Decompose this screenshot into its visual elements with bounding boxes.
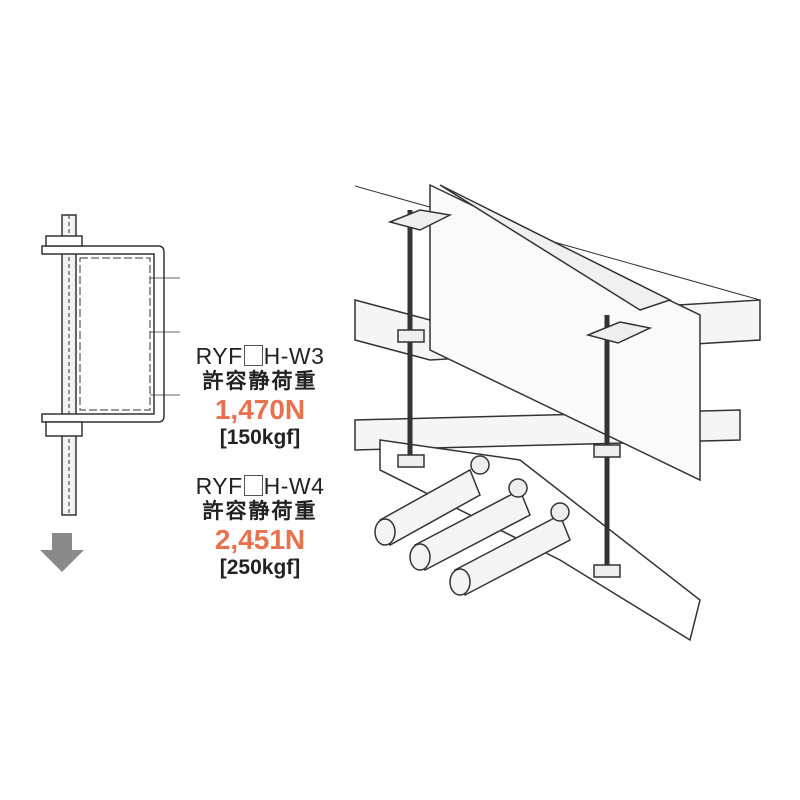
load-kgf: [150kgf] [219, 426, 301, 449]
spec-block-w3: RYF H-W3 許容静荷重 1,470N [150kgf] [180, 343, 340, 451]
model-prefix: RYF [195, 473, 243, 499]
model-name: RYF H-W3 [180, 343, 340, 369]
load-kgf: [250kgf] [219, 556, 301, 579]
spec-block-w4: RYF H-W4 許容静荷重 2,451N [250kgf] [180, 473, 340, 581]
model-name: RYF H-W4 [180, 473, 340, 499]
load-value: 1,470N [214, 394, 306, 425]
installation-illustration [354, 183, 761, 642]
load-label: 許容静荷重 [202, 370, 318, 393]
placeholder-box [243, 475, 263, 496]
cross-section-diagram [41, 214, 180, 516]
load-value: 2,451N [214, 524, 306, 555]
down-arrow-icon [40, 533, 84, 572]
model-suffix: H-W4 [263, 473, 325, 499]
pipes [374, 468, 571, 597]
model-prefix: RYF [195, 343, 243, 369]
model-suffix: H-W3 [263, 343, 325, 369]
placeholder-box [243, 345, 263, 366]
load-label: 許容静荷重 [202, 500, 318, 523]
